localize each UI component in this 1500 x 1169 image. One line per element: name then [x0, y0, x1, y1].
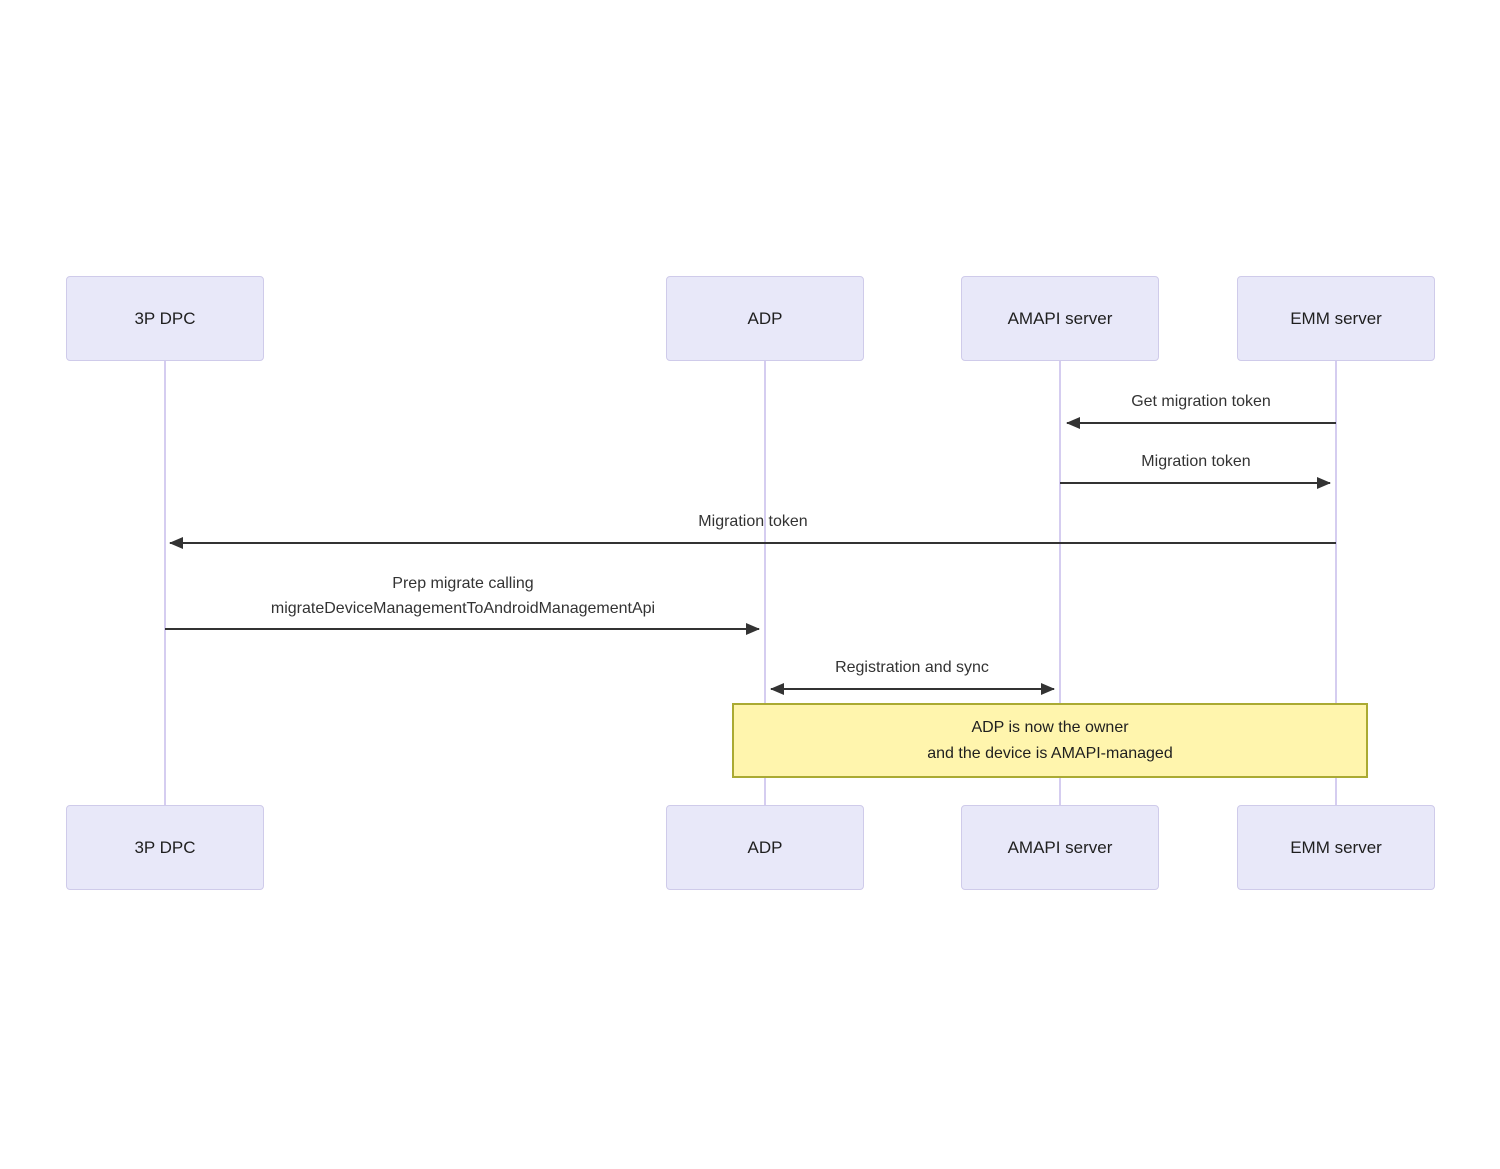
actor-label-emm-server: EMM server [1290, 308, 1382, 328]
actor-box-3p-dpc-top: 3P DPC [66, 276, 264, 361]
lifeline-emm-server [1335, 361, 1337, 805]
message-label-prep-migrate-line-1: Prep migrate calling [392, 575, 534, 592]
message-label-get-migration-token: Get migration token [1131, 393, 1271, 410]
actor-label-adp: ADP [747, 837, 783, 857]
note-box: ADP is now the owner and the device is A… [732, 703, 1368, 778]
actor-box-amapi-server-top: AMAPI server [961, 276, 1159, 361]
actor-box-emm-server-top: EMM server [1237, 276, 1435, 361]
actor-box-emm-server-bottom: EMM server [1237, 805, 1435, 890]
actor-label-emm-server: EMM server [1290, 837, 1382, 857]
note-line-1: ADP is now the owner [971, 718, 1129, 736]
message-label-migration-token-to-emm: Migration token [1141, 453, 1251, 470]
actor-box-3p-dpc-bottom: 3P DPC [66, 805, 264, 890]
note-line-2: and the device is AMAPI-managed [927, 744, 1173, 762]
lifeline-amapi-server [1059, 361, 1061, 805]
lifeline-3p-dpc [164, 361, 166, 805]
message-label-prep-migrate: Prep migrate calling migrateDeviceManage… [271, 571, 655, 621]
actor-label-amapi-server: AMAPI server [1007, 837, 1113, 857]
actor-box-adp-bottom: ADP [666, 805, 864, 890]
actor-label-amapi-server: AMAPI server [1007, 308, 1113, 328]
message-label-migration-token-to-3p-dpc: Migration token [698, 513, 808, 530]
actor-box-adp-top: ADP [666, 276, 864, 361]
lifeline-adp [764, 361, 766, 805]
actor-label-adp: ADP [747, 308, 783, 328]
actor-label-3p-dpc: 3P DPC [134, 308, 196, 328]
message-label-prep-migrate-line-2: migrateDeviceManagementToAndroidManageme… [270, 600, 656, 617]
message-label-registration-and-sync: Registration and sync [835, 659, 989, 676]
actor-box-amapi-server-bottom: AMAPI server [961, 805, 1159, 890]
actor-label-3p-dpc: 3P DPC [134, 837, 196, 857]
